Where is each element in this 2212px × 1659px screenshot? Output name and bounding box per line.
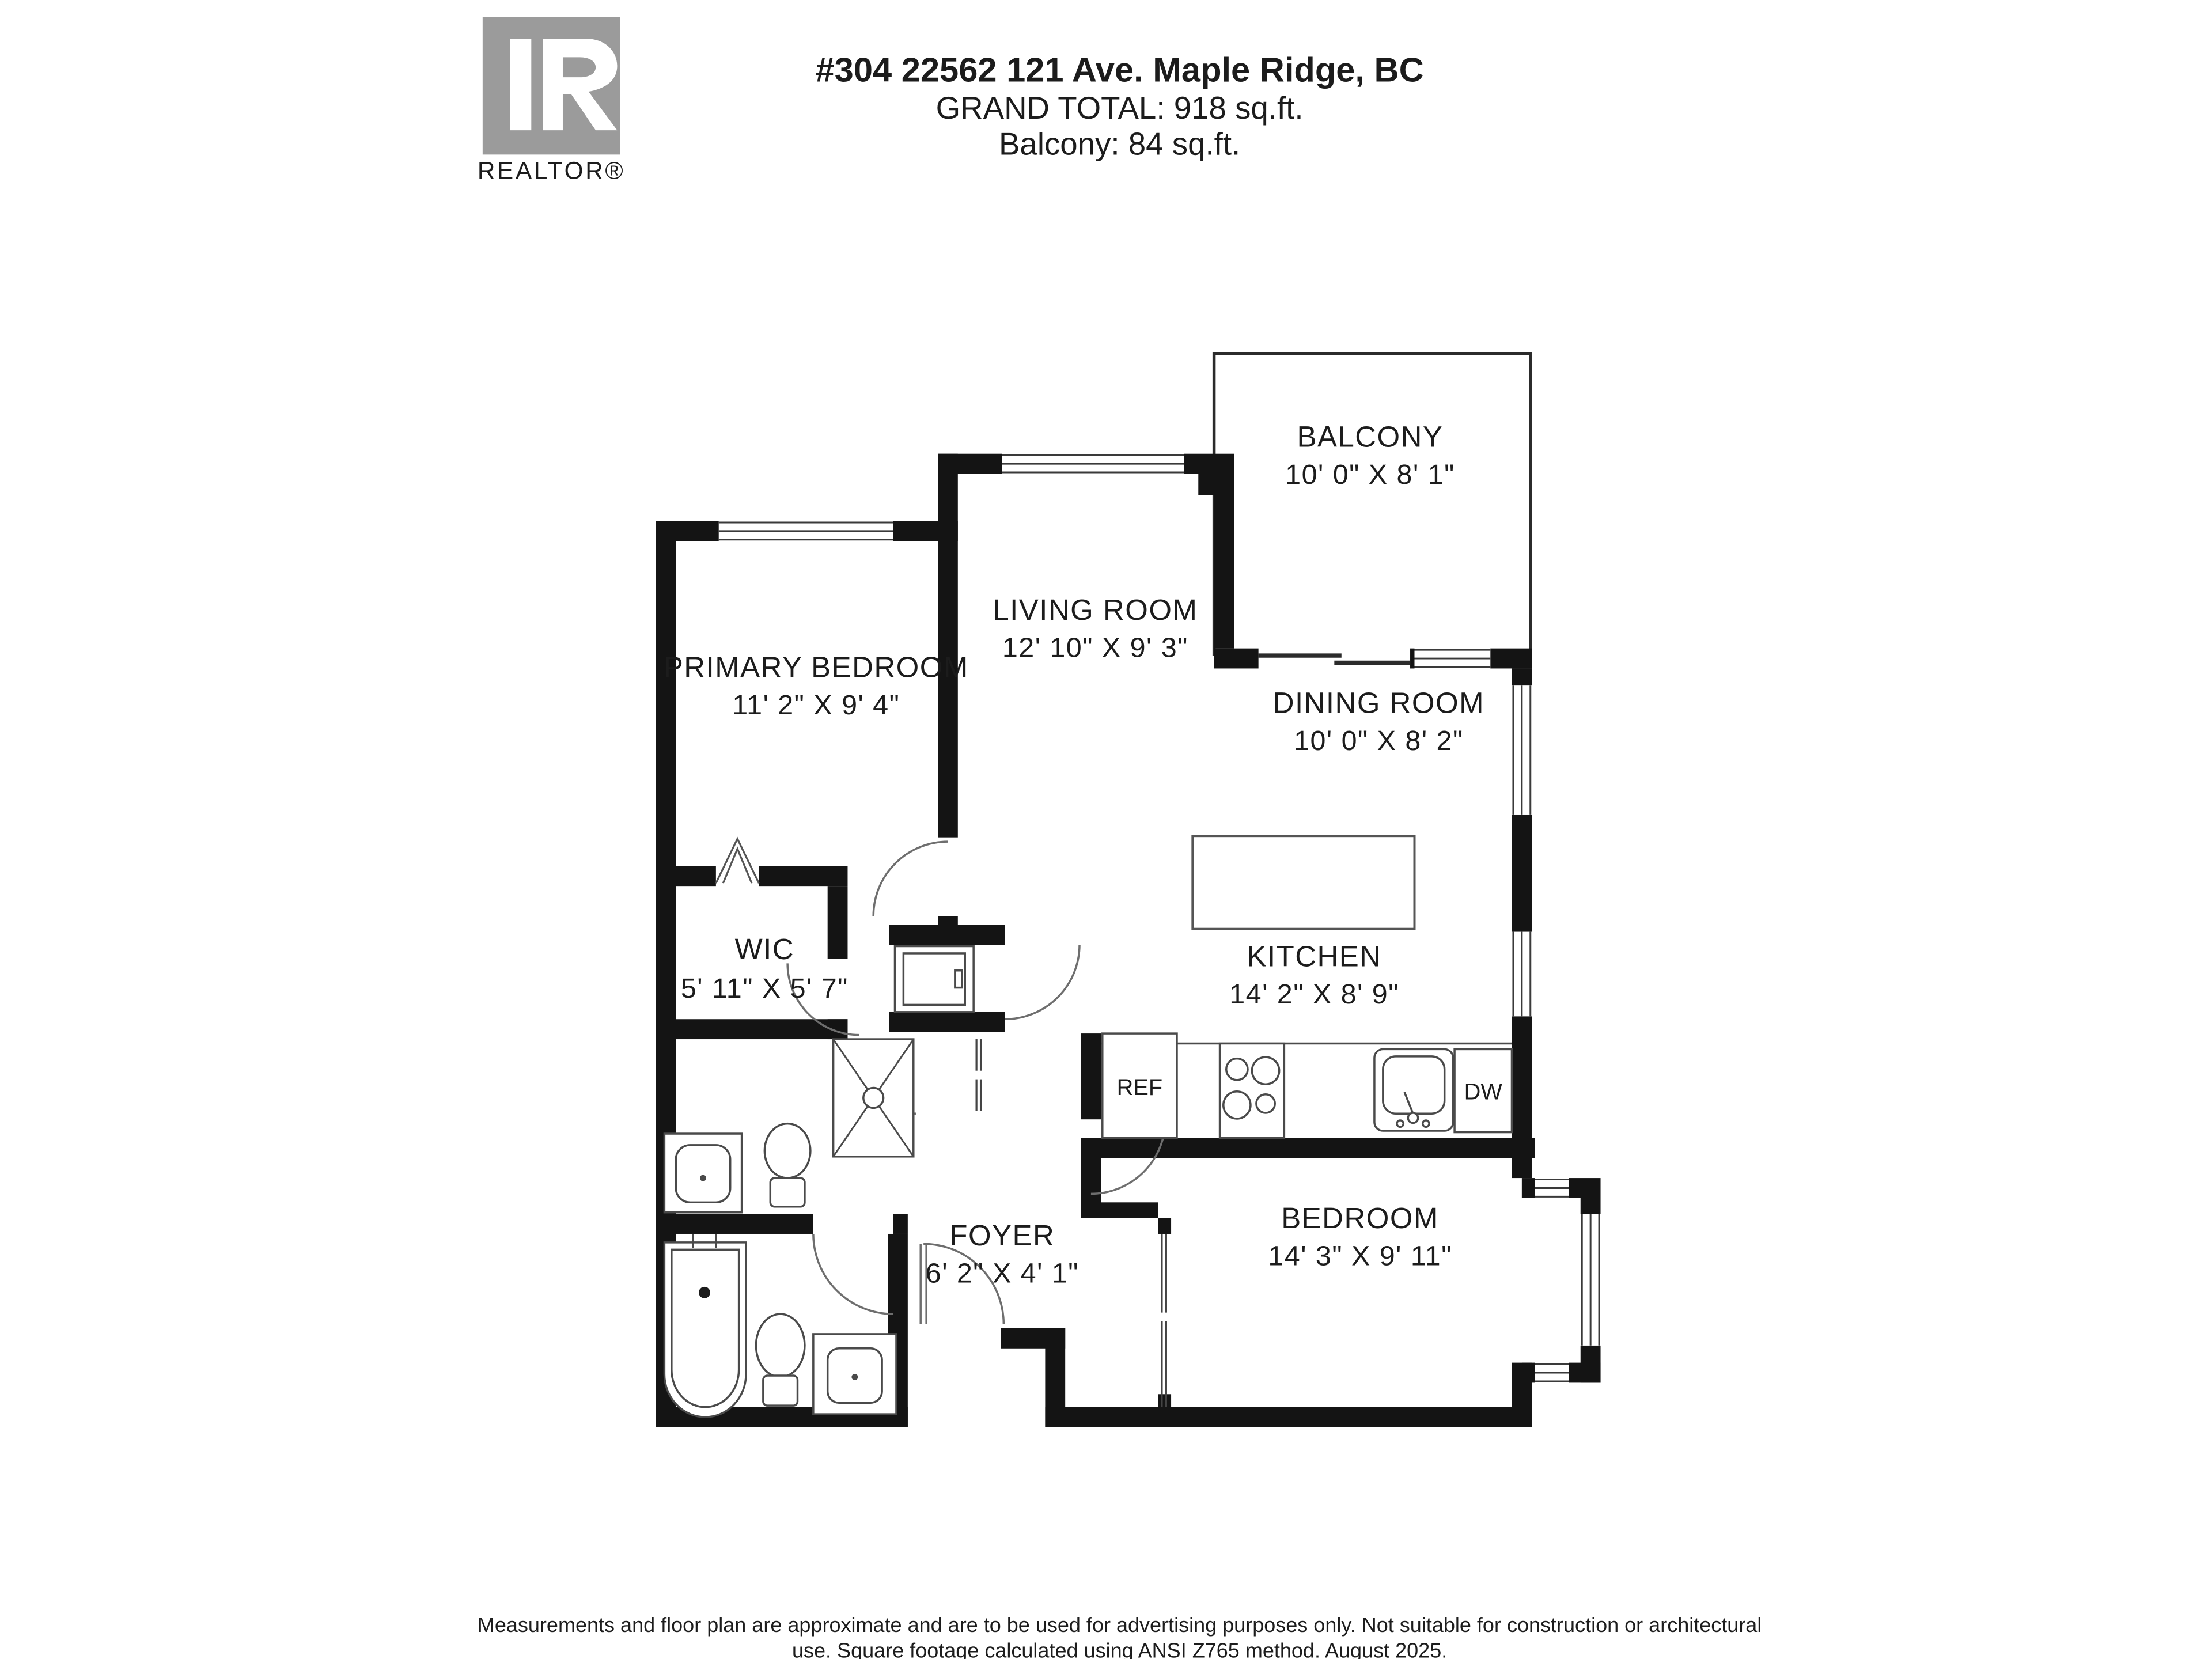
- dining-room-dims: 10' 0" X 8' 2": [1294, 725, 1464, 756]
- balcony-dims: 10' 0" X 8' 1": [1285, 459, 1455, 490]
- dining-room-label: DINING ROOM: [1273, 686, 1484, 719]
- realtor-logo-icon: REALTOR®: [478, 17, 626, 184]
- sliding-doors: [1258, 653, 1411, 665]
- ensuite-toilet-icon: [763, 1122, 812, 1208]
- fridge: REF: [1101, 1032, 1178, 1139]
- header-grand-total: GRAND TOTAL: 918 sq.ft.: [936, 90, 1304, 126]
- header-balcony-area: Balcony: 84 sq.ft.: [999, 126, 1240, 161]
- main-vanity-icon: [812, 1333, 897, 1415]
- main-toilet-icon: [755, 1313, 806, 1407]
- dishwasher-label: DW: [1464, 1079, 1503, 1104]
- balcony-label: BALCONY: [1297, 420, 1444, 453]
- kitchen-island: [1191, 835, 1416, 930]
- shower-icon: [832, 1038, 915, 1158]
- entry-door-arc: [923, 1243, 1005, 1324]
- kitchen-sink-icon: [1373, 1048, 1455, 1132]
- footer-line1: Measurements and floor plan are approxim…: [478, 1613, 1762, 1637]
- shower-glass: [975, 1039, 982, 1111]
- footer-line2: use. Square footage calculated using ANS…: [792, 1639, 1447, 1659]
- walls: [656, 453, 1601, 1427]
- balcony-outline: [1212, 352, 1532, 656]
- main-bath-door-arc: [812, 1233, 893, 1315]
- footer-disclaimer: Measurements and floor plan are approxim…: [478, 1613, 1762, 1659]
- stove-icon: [1218, 1042, 1286, 1139]
- bedroom-sliding-door: [1161, 1233, 1167, 1407]
- kitchen-label: KITCHEN: [1247, 940, 1382, 972]
- foyer-label: FOYER: [949, 1219, 1055, 1252]
- wic-door-arc: [786, 963, 859, 1036]
- bedroom-label: BEDROOM: [1281, 1202, 1439, 1234]
- primary-bedroom-dims: 11' 2" X 9' 4": [732, 690, 900, 721]
- bedroom-dims: 14' 3" X 9' 11": [1268, 1241, 1452, 1272]
- wic-dims: 5' 11" X 5' 7": [681, 973, 849, 1004]
- primary-bedroom-label: PRIMARY BEDROOM: [664, 650, 969, 683]
- living-room-dims: 12' 10" X 9' 3": [1002, 632, 1188, 664]
- primary-bedroom-door-arc: [872, 840, 948, 916]
- washer-dryer-icon: [893, 945, 975, 1013]
- header: #304 22562 121 Ave. Maple Ridge, BC GRAN…: [816, 51, 1424, 162]
- fridge-label: REF: [1117, 1075, 1163, 1100]
- header-address: #304 22562 121 Ave. Maple Ridge, BC: [816, 51, 1424, 89]
- windows: [718, 453, 1601, 1383]
- living-room-label: LIVING ROOM: [993, 593, 1198, 626]
- dishwasher: DW: [1453, 1048, 1513, 1134]
- realtor-logo-label: REALTOR®: [478, 157, 626, 184]
- fixtures: REF DW: [663, 835, 1513, 1418]
- hall-living-door-arc: [1005, 945, 1081, 1020]
- bifold-closet-door-icon: [715, 836, 760, 884]
- bathtub-icon: [663, 1233, 747, 1418]
- foyer-dims: 6' 2" X 4' 1": [926, 1257, 1079, 1289]
- wic-label: WIC: [735, 933, 795, 965]
- ensuite-vanity-icon: [663, 1132, 743, 1214]
- kitchen-dims: 14' 2" X 8' 9": [1229, 979, 1399, 1010]
- room-labels: BALCONY 10' 0" X 8' 1" LIVING ROOM 12' 1…: [664, 420, 1484, 1289]
